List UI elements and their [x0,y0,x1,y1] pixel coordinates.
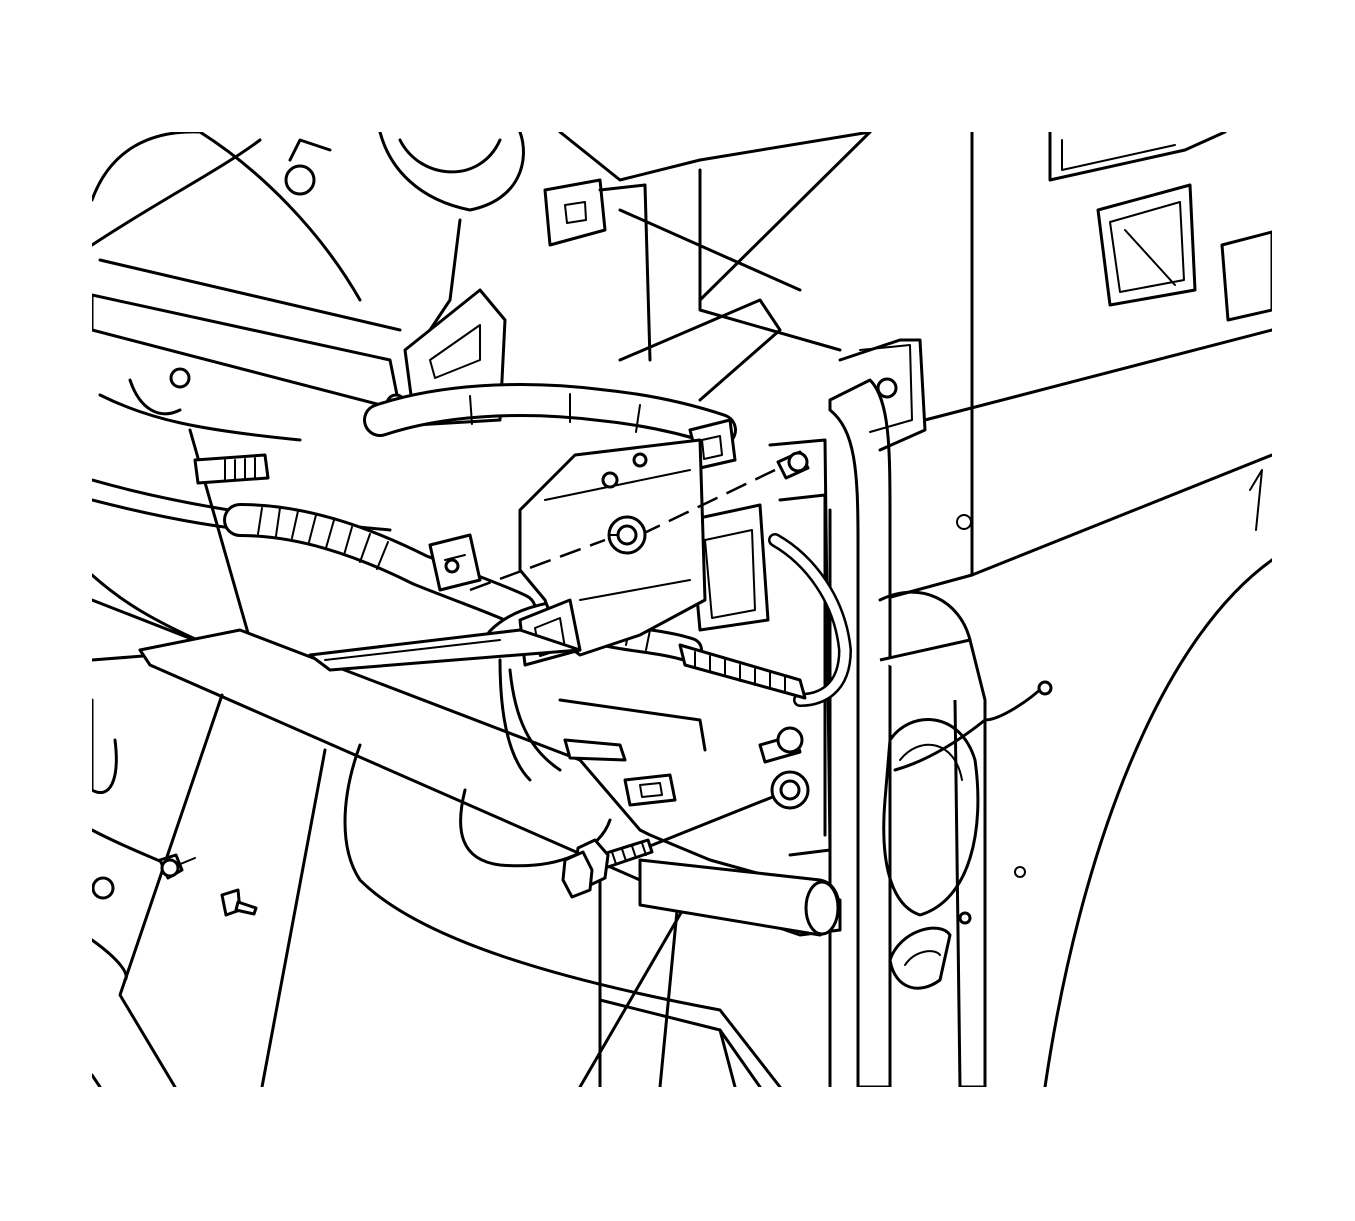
lower-trim-panels [92,628,842,1087]
lower-left-fasteners [158,853,258,917]
speaker-opening [878,590,1053,1087]
body-panel-right [878,132,1272,1087]
retaining-nut[interactable] [469,450,810,592]
crossbar-tube [638,858,841,937]
mounting-bolt[interactable] [561,726,810,899]
